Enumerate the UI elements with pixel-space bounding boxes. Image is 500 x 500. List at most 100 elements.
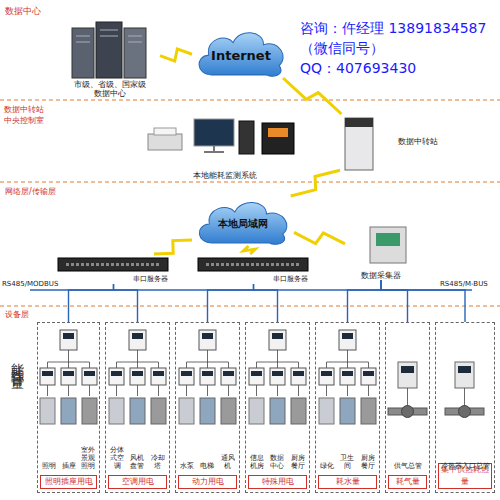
layer-label: 网络层/传输层 bbox=[5, 186, 56, 197]
device-node: 市级、省级、国家级 数据中心 bbox=[60, 18, 160, 98]
bus-connector bbox=[381, 280, 408, 322]
bus-connector bbox=[208, 284, 254, 322]
item-caption: 厨房餐厅 bbox=[358, 454, 378, 470]
item-caption: 室外景观照明 bbox=[78, 446, 98, 470]
item-caption: 通风机 bbox=[218, 454, 238, 470]
bus-connector bbox=[69, 284, 114, 322]
item-caption: 水泵 bbox=[177, 462, 197, 470]
server-detail bbox=[76, 30, 142, 42]
item-row: 信息机房数据中心厨房餐厅 bbox=[247, 454, 308, 470]
group-label: 特殊用电 bbox=[248, 475, 307, 489]
layer-label: 数据中心 bbox=[5, 5, 41, 18]
ups-icon bbox=[262, 123, 294, 154]
item-row: 冷热器入口总管 bbox=[437, 462, 493, 470]
meter-group-box: 集中供热耗热量冷热器入口总管 bbox=[435, 322, 495, 493]
item-row: 绿化卫生间厨房餐厅 bbox=[317, 454, 378, 470]
collector-icon bbox=[370, 227, 406, 263]
server-node: 数据中转站 bbox=[340, 114, 440, 174]
item-caption: 插座 bbox=[59, 462, 79, 470]
network-cloud: 本地局域网 bbox=[192, 196, 294, 246]
group-label: 动力用电 bbox=[178, 475, 237, 489]
meter-group bbox=[40, 330, 97, 424]
bus-label: RS485/MODBUS bbox=[2, 280, 58, 288]
network-cloud: Internet bbox=[192, 26, 290, 78]
cloud-label: 本地局域网 bbox=[218, 211, 268, 231]
printer-icon bbox=[148, 134, 182, 150]
wireless-link bbox=[291, 170, 340, 196]
meter-group-box: 耗气量供气总管 bbox=[385, 322, 430, 493]
layer-separator bbox=[0, 100, 500, 306]
bus-connector bbox=[254, 284, 278, 322]
cloud-label: Internet bbox=[211, 42, 271, 63]
cloud-outline bbox=[199, 33, 283, 77]
pc-icon bbox=[239, 121, 254, 154]
item-caption: 风机盘管 bbox=[127, 454, 147, 470]
meter-group-box: 动力用电 水泵电梯通风机 bbox=[175, 322, 240, 493]
item-caption: 冷热器入口总管 bbox=[437, 462, 493, 470]
heat-meter-group bbox=[445, 362, 484, 418]
bus-label: RS485/M-BUS bbox=[440, 280, 488, 288]
item-caption: 照明 bbox=[39, 462, 59, 470]
ups-panel bbox=[268, 128, 288, 137]
cloud-outline bbox=[199, 202, 287, 244]
layer-label: 设备层 bbox=[5, 309, 29, 320]
item-row: 水泵电梯通风机 bbox=[177, 454, 238, 470]
group-label: 空调用电 bbox=[108, 475, 167, 489]
meter-group bbox=[319, 330, 376, 424]
item-row: 供气总管 bbox=[387, 462, 428, 470]
meter-group-box: 照明插座用电 照明插座室外景观照明 bbox=[37, 322, 100, 493]
item-row: 分体式空调风机盘管冷却塔 bbox=[107, 446, 168, 470]
contact-note: 咨询：仵经理 13891834587 bbox=[300, 20, 486, 38]
item-caption: 卫生间 bbox=[337, 454, 357, 470]
item-caption: 分体式空调 bbox=[107, 446, 127, 470]
node-caption: 本地能耗监测系统 bbox=[140, 171, 310, 180]
item-caption: 数据中心 bbox=[267, 454, 287, 470]
node-caption: 串口服务器 bbox=[133, 274, 168, 284]
item-caption: 信息机房 bbox=[247, 454, 267, 470]
collector-screen bbox=[376, 233, 400, 246]
item-caption: 电梯 bbox=[197, 462, 217, 470]
meter-group-box: 特殊用电 信息机房数据中心厨房餐厅 bbox=[245, 322, 310, 493]
serial-server: 串口服务器 bbox=[55, 254, 172, 284]
wireless-link bbox=[283, 78, 341, 114]
printer-icon bbox=[154, 128, 176, 135]
server-icon bbox=[345, 118, 373, 170]
item-caption: 绿化 bbox=[317, 462, 337, 470]
bus-connector bbox=[348, 280, 382, 322]
bus-connector bbox=[114, 284, 138, 322]
gas-meter-group bbox=[388, 362, 427, 418]
device-node: 本地能耗监测系统 bbox=[140, 114, 310, 180]
meter-group-box: 空调用电 分体式空调风机盘管冷却塔 bbox=[105, 322, 170, 493]
contact-note: （微信同号） bbox=[300, 40, 384, 58]
node-caption: 市级、省级、国家级 数据中心 bbox=[60, 80, 160, 98]
contact-note: QQ：407693430 bbox=[300, 60, 416, 78]
wireless-link bbox=[160, 49, 192, 61]
meter-group bbox=[249, 330, 306, 424]
group-label: 耗水量 bbox=[318, 475, 377, 489]
serial-server: 串口服务器 bbox=[195, 254, 312, 284]
device-node: 数据采集器 bbox=[345, 224, 417, 280]
item-row: 照明插座室外景观照明 bbox=[39, 446, 98, 470]
item-caption: 厨房餐厅 bbox=[288, 454, 308, 470]
node-caption: 数据中转站 bbox=[398, 136, 438, 147]
meter-group bbox=[179, 330, 236, 424]
switch-ports bbox=[66, 263, 300, 266]
layer-label: 数据中转站 中央控制室 bbox=[4, 104, 50, 126]
node-caption: 串口服务器 bbox=[273, 274, 308, 284]
wireless-link bbox=[243, 246, 255, 254]
server-detail bbox=[345, 118, 373, 127]
monitor-icon bbox=[194, 119, 234, 146]
node-caption: 数据采集器 bbox=[345, 271, 417, 280]
vertical-label: 能耗综合计量 bbox=[8, 352, 26, 370]
meter-group bbox=[109, 330, 166, 424]
item-caption: 供气总管 bbox=[387, 462, 428, 470]
meter-group-box: 耗水量 绿化卫生间厨房餐厅 bbox=[315, 322, 380, 493]
group-label: 耗气量 bbox=[388, 475, 427, 489]
monitor-stand bbox=[204, 146, 224, 152]
wireless-link bbox=[154, 240, 192, 254]
wireless-link bbox=[294, 232, 345, 243]
group-label: 照明插座用电 bbox=[40, 475, 97, 489]
item-caption: 冷却塔 bbox=[148, 454, 168, 470]
